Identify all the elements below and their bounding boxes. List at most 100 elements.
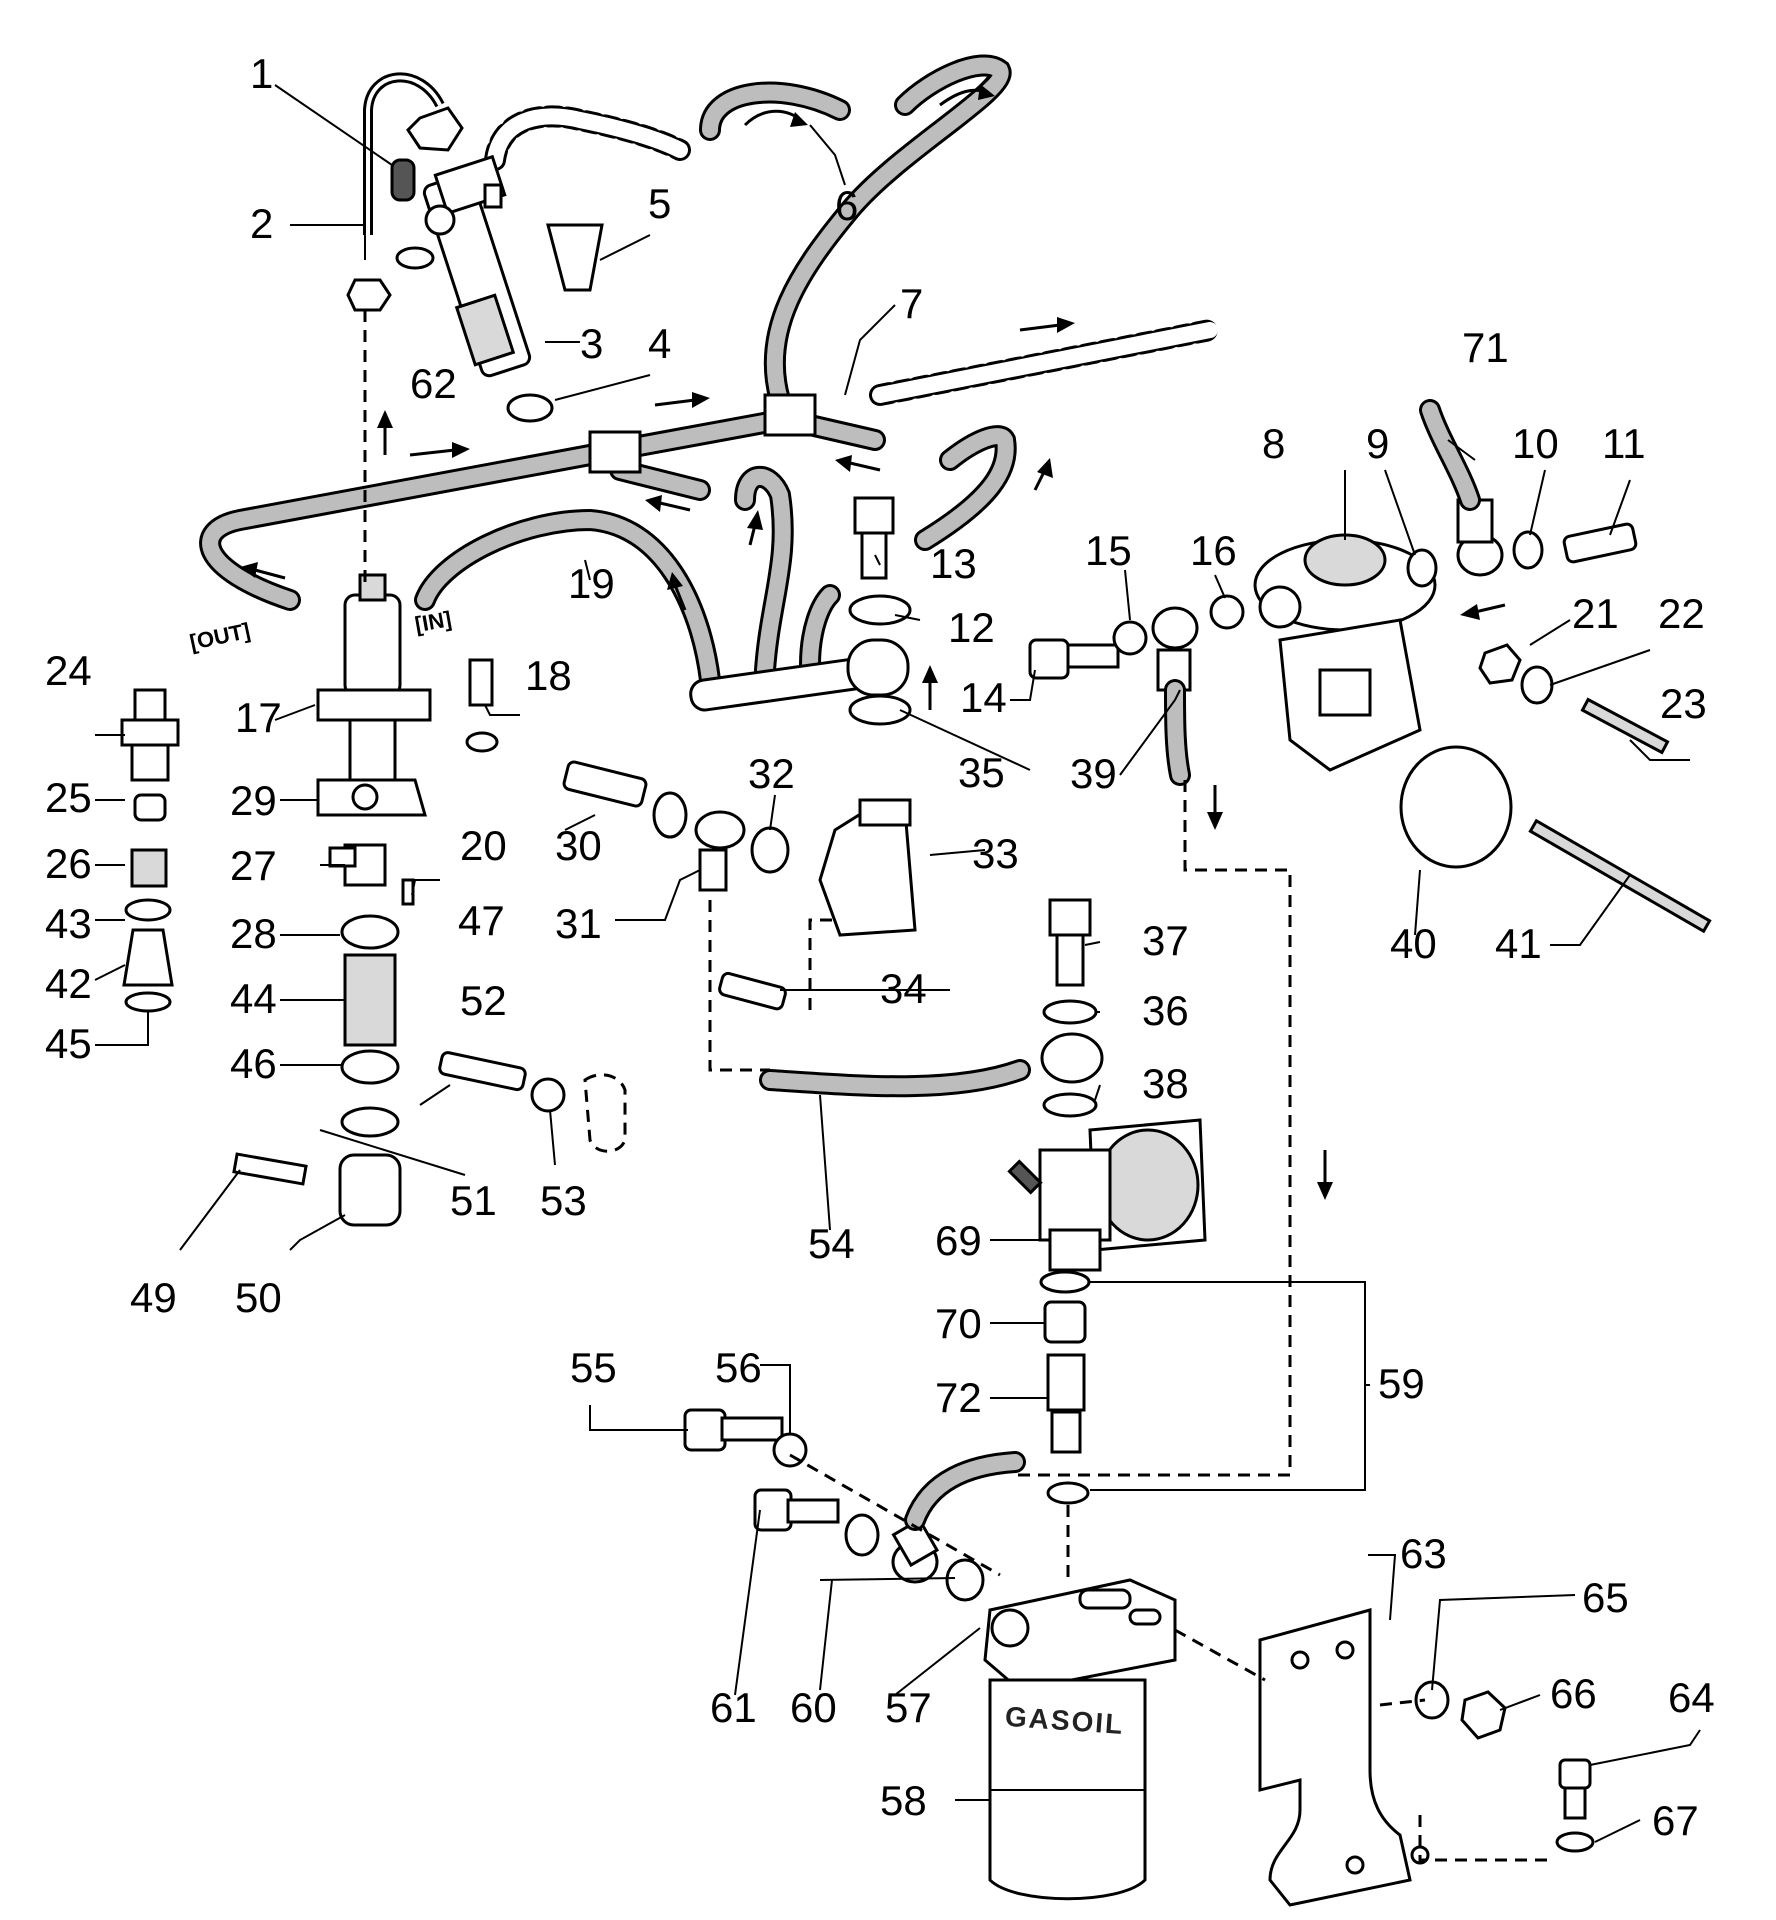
- callout-2: 2: [250, 200, 273, 247]
- filter-head-57: [983, 1578, 1177, 1692]
- callout-25: 25: [45, 774, 92, 821]
- washer-56: [772, 1432, 808, 1468]
- callout-15: 15: [1085, 527, 1132, 574]
- spring-seat-lower: [340, 1049, 400, 1085]
- in-label: [IN]: [413, 606, 453, 637]
- fuel-hose-39: [1164, 679, 1191, 786]
- injector: [422, 154, 532, 378]
- callout-12: 12: [948, 604, 995, 651]
- callout-41: 41: [1495, 920, 1542, 967]
- pump-element: [316, 573, 432, 802]
- callout-numbers: 1 2 3 4 5 6 7 8 9 10 11 12 13 14 15 16 1…: [45, 50, 1715, 1844]
- delivery-valve: [133, 793, 167, 822]
- adaptor-70: [1043, 1300, 1087, 1344]
- bolt-64: [1558, 1758, 1592, 1820]
- adaptor-block-33: [818, 798, 917, 937]
- callout-62: 62: [410, 360, 457, 407]
- banjo-fitting-39: [1151, 606, 1199, 692]
- callout-53: 53: [540, 1177, 587, 1224]
- callout-19: 19: [568, 560, 615, 607]
- washer-31: [652, 791, 688, 839]
- feed-manifold-hoses: [414, 425, 1017, 691]
- washer-35: [848, 694, 912, 726]
- assembly-lines: [363, 310, 1550, 1862]
- callout-38: 38: [1142, 1060, 1189, 1107]
- banjo-fitting-71: [1456, 498, 1504, 577]
- washer-9: [1406, 548, 1438, 588]
- washer-60-a: [844, 1513, 880, 1557]
- callout-18: 18: [525, 652, 572, 699]
- callout-50: 50: [235, 1274, 282, 1321]
- callout-36: 36: [1142, 987, 1189, 1034]
- callout-4: 4: [648, 320, 671, 367]
- callout-1: 1: [250, 50, 273, 97]
- banjo-bolt-11: [1562, 522, 1638, 564]
- callout-34: 34: [880, 965, 927, 1012]
- callout-54: 54: [808, 1220, 855, 1267]
- washer-15: [1112, 620, 1148, 656]
- bracket-63: [1258, 1608, 1430, 1907]
- banjo-fitting-60: [891, 1517, 940, 1584]
- washer-59-lower: [1046, 1481, 1090, 1505]
- callout-49: 49: [130, 1274, 177, 1321]
- fuel-manifold: [689, 638, 910, 712]
- return-hose-upper: [699, 54, 1012, 411]
- banjo-fitting-54: [1040, 1032, 1104, 1084]
- callout-59: 59: [1378, 1360, 1425, 1407]
- callout-42: 42: [45, 960, 92, 1007]
- push-rod-41: [1528, 818, 1712, 934]
- fuel-hose-filter: [904, 1451, 1026, 1531]
- callout-45: 45: [45, 1020, 92, 1067]
- control-sleeve: [328, 843, 387, 887]
- pipe-nut: [406, 106, 464, 152]
- callout-65: 65: [1582, 1574, 1629, 1621]
- washer-22: [1520, 665, 1554, 705]
- callout-61: 61: [710, 1684, 757, 1731]
- callout-37: 37: [1142, 917, 1189, 964]
- solenoid-valve: [1007, 1118, 1207, 1272]
- callout-17: 17: [235, 694, 282, 741]
- valve-washer-lower: [124, 991, 172, 1013]
- injector-sleeve: [546, 223, 604, 292]
- callout-35: 35: [958, 749, 1005, 796]
- stud-23: [1580, 697, 1670, 755]
- spring-seat-upper: [340, 914, 400, 950]
- callout-31: 31: [555, 900, 602, 947]
- valve-spring: [130, 848, 168, 888]
- banjo-bolt-14: [1028, 638, 1120, 680]
- callout-66: 66: [1550, 1670, 1597, 1717]
- bolt-18: [468, 658, 494, 707]
- washer-60-b: [945, 1558, 985, 1602]
- callout-14: 14: [960, 674, 1007, 721]
- washer-67: [1555, 1831, 1595, 1853]
- leak-off-hose-dashed: [484, 105, 1221, 406]
- o-ring-40: [1399, 745, 1513, 869]
- callout-3: 3: [580, 320, 603, 367]
- banjo-bolt-37: [1048, 898, 1092, 987]
- callout-5: 5: [648, 180, 671, 227]
- callout-40: 40: [1390, 920, 1437, 967]
- callout-46: 46: [230, 1040, 277, 1087]
- hose-clamp: [395, 246, 435, 270]
- callout-9: 9: [1366, 420, 1389, 467]
- pipe-lower-nut: [346, 278, 392, 312]
- washer-38: [1042, 1092, 1098, 1118]
- callout-23: 23: [1660, 680, 1707, 727]
- injector-pipe: [363, 72, 445, 235]
- callout-57: 57: [885, 1684, 932, 1731]
- flow-arrows: [240, 84, 1506, 1200]
- bolt-52: [438, 1051, 527, 1092]
- callout-6: 6: [835, 182, 858, 229]
- washer-59-upper: [1039, 1270, 1091, 1294]
- bolt-34: [718, 971, 787, 1011]
- nut-66: [1460, 1690, 1507, 1740]
- banjo-bolt-55: [683, 1408, 784, 1452]
- washer-36: [1042, 999, 1098, 1025]
- callout-70: 70: [935, 1300, 982, 1347]
- callout-43: 43: [45, 900, 92, 947]
- washer-32: [750, 826, 790, 874]
- callout-29: 29: [230, 777, 277, 824]
- plunger-spring: [343, 953, 397, 1047]
